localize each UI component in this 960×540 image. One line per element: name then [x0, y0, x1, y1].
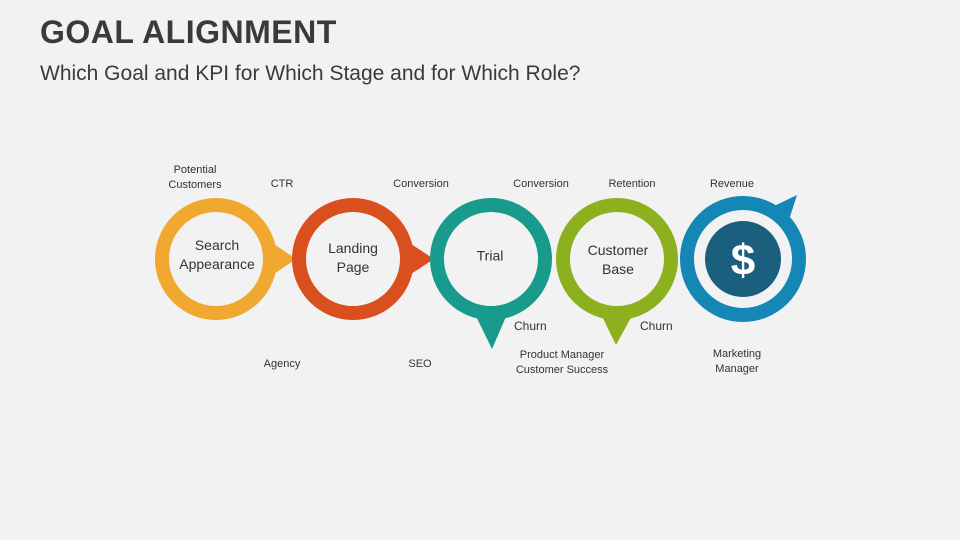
stage-label-trial: Trial [477, 247, 504, 266]
goal-label-ctr: CTR [270, 178, 294, 190]
churn-label-customer-base: Churn [640, 319, 673, 333]
stage-label-landing-page: Landing Page [328, 239, 378, 277]
stage-ring-revenue: $ [680, 195, 806, 322]
stage-ring-landing-page [292, 198, 434, 320]
page-subtitle: Which Goal and KPI for Which Stage and f… [40, 62, 581, 85]
role-line: Manager [715, 363, 759, 375]
ring-pointer [274, 244, 296, 274]
churn-label-trial: Churn [514, 319, 547, 333]
ring-pointer [474, 312, 508, 349]
ring-pointer [770, 195, 797, 226]
goal-label-retention: Retention [608, 178, 656, 190]
page-title: GOAL ALIGNMENT [40, 14, 337, 50]
goal-label-conversion-customer: Conversion [513, 178, 569, 190]
stage-ring-customer-base [556, 198, 678, 345]
stage-label-line: Landing [328, 240, 378, 256]
dollar-icon: $ [731, 236, 755, 285]
role-label-product-customer: Product Manager Customer Success [516, 348, 608, 378]
stage-label-line: Customer [587, 242, 649, 258]
stage-ring-search-appearance [155, 198, 296, 320]
stage-label-search-appearance: Search Appearance [179, 236, 255, 274]
stage-label-line: Page [336, 259, 370, 275]
stage-label-customer-base: Customer Base [588, 241, 649, 279]
goal-label-revenue: Revenue [709, 178, 755, 190]
role-line: Marketing [712, 348, 762, 360]
role-line: Product Manager [519, 349, 605, 361]
goal-line: Potential [173, 164, 217, 176]
goal-label-conversion-trial: Conversion [393, 178, 449, 190]
stage-label-line: Search [194, 237, 240, 253]
ring-pointer [411, 244, 434, 274]
role-line: Customer Success [515, 364, 609, 376]
stage-label-line: Appearance [179, 256, 255, 272]
role-label-marketing-manager: Marketing Manager [713, 347, 761, 377]
role-label-seo: SEO [408, 358, 432, 370]
stage-label-line: Base [602, 261, 634, 277]
role-label-agency: Agency [263, 358, 301, 370]
stage-ring-trial [430, 198, 552, 349]
stage-label-line: Trial [476, 247, 504, 264]
goal-line: Customers [168, 179, 222, 191]
ring-pointer [600, 312, 634, 345]
goal-label-potential-customers: Potential Customers [168, 163, 221, 193]
revenue-inner-circle [705, 221, 781, 297]
